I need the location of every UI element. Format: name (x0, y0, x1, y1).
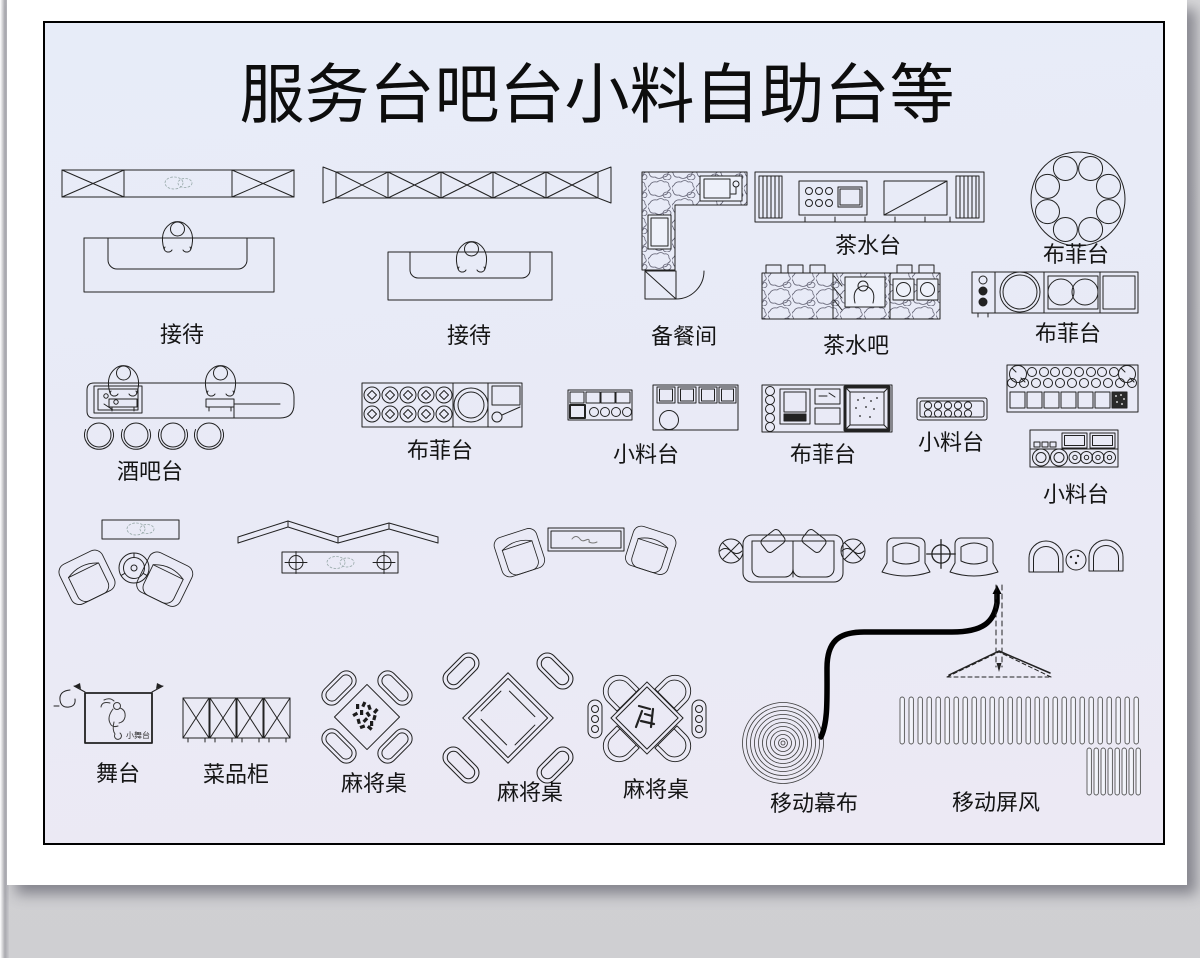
sheet-title: 服务台吧台小料自助台等 (239, 60, 955, 132)
label-tea-station: 茶水台 (834, 233, 902, 258)
label-buffet-b: 布菲台 (1034, 321, 1102, 346)
block-condiment-b (916, 397, 988, 421)
block-mahjong-3 (587, 668, 707, 769)
label-buffet-c: 布菲台 (406, 438, 474, 463)
block-buffet-round (1030, 151, 1126, 247)
block-sofa-set (718, 529, 866, 583)
label-bar-counter: 酒吧台 (116, 459, 184, 484)
label-buffet-d: 布菲台 (789, 442, 857, 467)
block-mahjong-1 (317, 666, 417, 768)
block-reception-1 (61, 169, 295, 293)
label-reception-1: 接待 (159, 322, 205, 347)
label-stage-mini: 小舞台 (126, 731, 150, 740)
label-mahjong-3: 麻将桌 (622, 777, 690, 802)
block-buffet-c (361, 382, 523, 428)
label-movable-partition: 移动屏风 (951, 790, 1041, 815)
block-chairs-ball (1028, 539, 1124, 573)
block-mahjong-2 (438, 648, 578, 788)
label-condiment-a: 小料台 (612, 442, 680, 467)
block-buffet-b (971, 271, 1139, 318)
label-dish-cabinet: 菜品柜 (202, 762, 270, 787)
block-dish-cabinet (182, 697, 291, 743)
label-reception-2: 接待 (446, 323, 492, 348)
block-buffet-d (761, 384, 893, 433)
label-condiment-b: 小料台 (917, 430, 985, 455)
block-condiment-a (567, 384, 739, 431)
block-reception-2 (322, 166, 612, 301)
label-condiment-c: 小料台 (1042, 482, 1110, 507)
block-condiment-c (1006, 364, 1139, 468)
label-tea-bar: 茶水吧 (822, 333, 890, 358)
block-chairs-target (881, 537, 999, 577)
label-pantry: 备餐间 (650, 324, 718, 349)
label-movable-screen: 移动幕布 (769, 791, 859, 816)
block-stage (53, 683, 164, 744)
block-table-targets (281, 551, 399, 574)
block-pantry (641, 171, 748, 300)
block-tea-station (754, 171, 985, 223)
label-mahjong-1: 麻将桌 (340, 771, 408, 796)
label-mahjong-2: 麻将桌 (496, 780, 564, 805)
block-movable-screen (742, 584, 1052, 784)
label-buffet-round: 布菲台 (1042, 242, 1110, 267)
block-tea-bar (761, 264, 941, 320)
block-movable-partition (899, 696, 1141, 796)
block-lounge-armchairs (55, 519, 197, 610)
block-lounge-pair (491, 523, 679, 580)
label-stage: 舞台 (95, 761, 141, 786)
block-bar-counter (84, 365, 295, 450)
block-zigzag-screen (237, 520, 439, 544)
